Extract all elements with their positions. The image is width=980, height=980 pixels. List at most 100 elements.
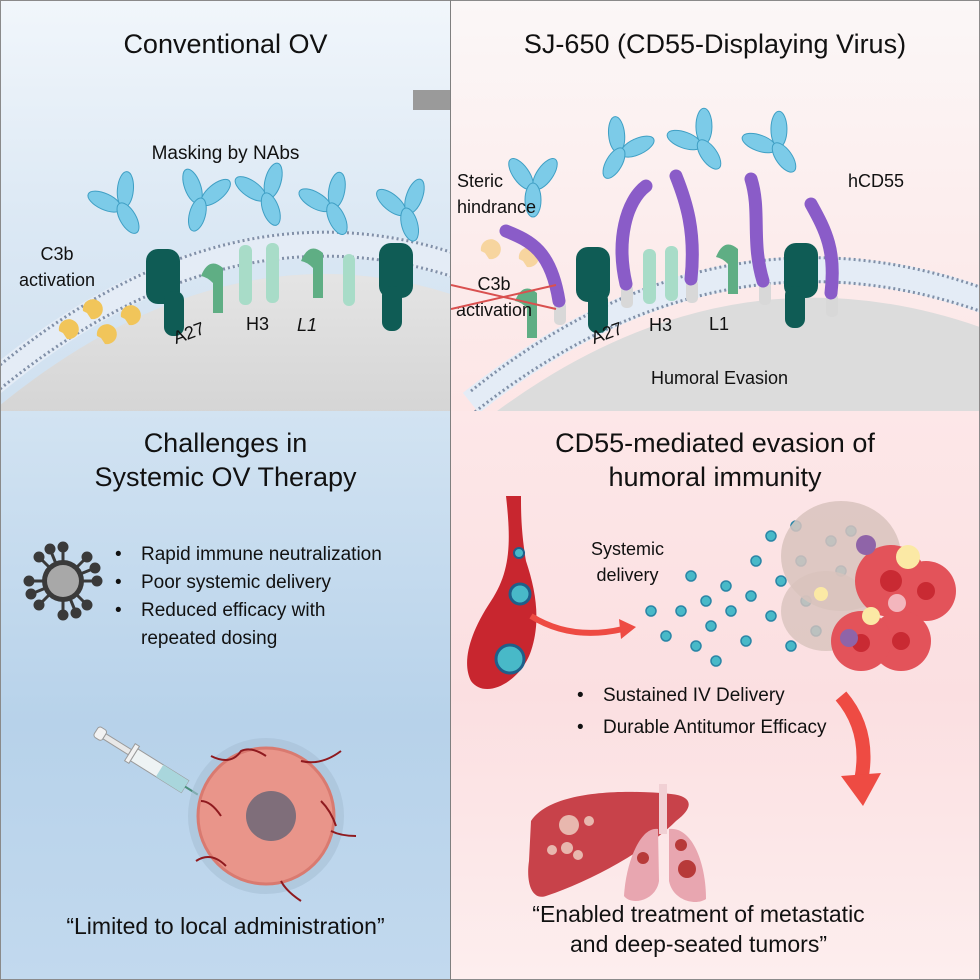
virion [513,547,525,559]
l1-protein [201,263,223,313]
panel-title: SJ-650 (CD55-Displaying Virus) [523,29,907,59]
hcd55-chain [669,169,699,286]
delivery-arrow [529,613,624,636]
hcd55-chain [499,224,566,308]
challenge-item: Rapid immune neutralization [109,541,382,569]
c3b-activation-crossed-label: C3b activation [456,271,532,323]
a27-protein [784,243,818,328]
label-h3: H3 [246,314,270,334]
cross-out-mark [451,284,557,310]
virus-core [47,565,79,597]
tumor-cluster [781,501,956,671]
c3b-fragment [120,305,141,326]
antibody [87,171,140,234]
l1-protein [716,244,738,294]
h3-protein [643,249,656,304]
syringe-icon [93,726,199,796]
dendritic-cell [814,587,828,601]
delivery-arrowhead [619,619,636,639]
c3b-fragment [480,239,501,260]
masking-label: Masking by NAbs [151,143,300,164]
hcd55-chain [615,179,653,291]
title-line2: humoral immunity [608,462,822,492]
c3b-fragment [96,324,117,345]
cd55-virus-membrane-illustration [462,107,979,411]
c3b-fragments [58,299,141,345]
membrane-outer-leaflet [1,230,450,367]
panel-sj650: SJ-650 (CD55-Displaying Virus) [451,1,979,411]
c3b-fragment [82,299,103,320]
a27-protein [379,243,413,331]
blood-vessel [467,496,537,690]
c3b-label-line2: activation [19,270,96,290]
antibodies [87,162,425,242]
trachea [659,784,667,834]
label-l1: L1 [297,315,318,335]
c3b-label-line1: C3b [40,244,74,264]
h3-protein [665,246,678,301]
antibodies [508,107,797,218]
systemic-delivery-illustration [467,496,956,902]
membrane-bilayer [462,256,979,411]
challenge-item: Reduced efficacy with [109,597,382,625]
immune-cell [856,535,876,555]
hcd55-label: hCD55 [848,171,905,191]
h3-protein [266,243,279,303]
challenge-item: Poor systemic delivery [109,569,382,597]
antibody [234,162,283,226]
tumor-vessels [195,748,357,902]
metastasis-arrow [835,691,871,783]
h3-protein [239,245,252,305]
a27-protein [146,249,184,336]
lung-metastases [637,839,696,878]
virion-body [497,297,979,411]
dendritic-cell [896,545,920,569]
systemic-delivery-label: Systemic delivery [591,536,664,588]
steric-line2: hindrance [457,197,537,217]
panel-challenges: Challenges in Systemic OV Therapy Rapid … [1,411,450,979]
lung-left [624,828,659,901]
h3-protein [343,254,355,306]
l1-protein [301,248,323,298]
antibody [602,116,655,179]
a27-protein [576,247,610,333]
local-administration-quote: “Limited to local administration” [66,913,385,939]
steric-line1: Steric [457,171,504,191]
hcd55-chain [744,172,770,288]
enabled-treatment-quote: “Enabled treatment of metastatic and dee… [451,899,946,959]
panel-title: Challenges in Systemic OV Therapy [1,426,450,494]
steric-hindrance-label: Steric hindrance [457,168,536,220]
membrane-inner-leaflet [473,280,979,411]
humoral-evasion-caption: Humoral Evasion [651,368,789,388]
benefits-list: Sustained IV Delivery Durable Antitumor … [571,680,827,744]
dendritic-cell [862,607,880,625]
metastasis-arrowhead [841,773,881,806]
title-line1: CD55-mediated evasion of [555,428,875,458]
quote-line2: and deep-seated tumors” [570,931,827,957]
liver-metastases [547,815,594,860]
quote-line1: “Enabled treatment of metastatic [532,901,865,927]
title-line1: Challenges in [143,428,308,458]
panel-conventional-ov: Conventional OV Masking by NAbs [1,1,450,411]
antibody [376,178,425,242]
delivery-line2: delivery [596,565,659,585]
challenge-continuation-text: repeated dosing [141,628,278,649]
virion [494,643,526,675]
cross-line [451,284,557,310]
label-h3: H3 [649,315,673,335]
antibody [508,158,558,218]
c3b-fragment [58,319,79,340]
delivery-line1: Systemic [591,539,665,559]
panel-cd55-evasion: CD55-mediated evasion of humoral immunit… [451,411,979,979]
necrotic-core [246,791,296,841]
challenge-item-continuation: repeated dosing [109,625,382,653]
virus-membrane-illustration [1,162,450,411]
local-injection-illustration [93,726,357,902]
c3b-label-line1: C3b [477,274,511,294]
virions-in-vessel [494,547,532,675]
antibody [666,107,722,170]
c3b-activation-label: C3b activation [19,241,95,293]
virus-icon [23,541,103,621]
antibody [741,110,797,173]
panel-title: Conventional OV [123,29,328,59]
